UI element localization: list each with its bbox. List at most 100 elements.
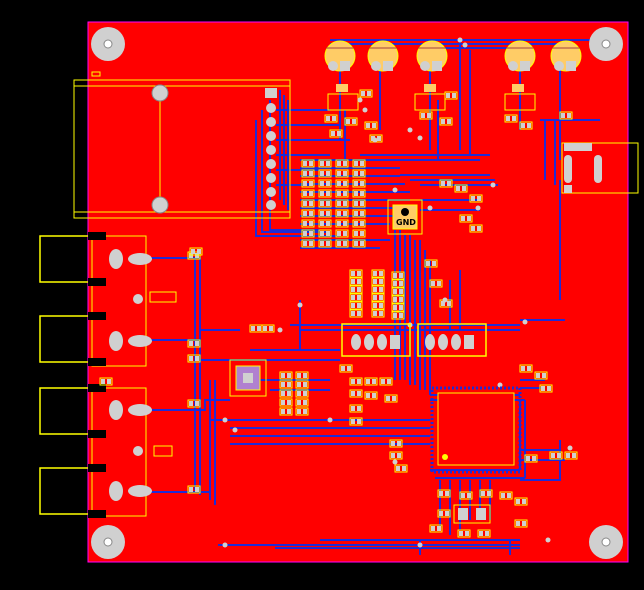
smd-part [301, 239, 315, 248]
via [475, 205, 481, 211]
voltage-regulators [324, 40, 582, 111]
smd-part [359, 89, 373, 98]
smd-part [295, 371, 309, 380]
smd-part [391, 279, 405, 288]
smd-part [301, 209, 315, 218]
smd-part [559, 111, 573, 120]
smd-part [301, 169, 315, 178]
smd-part [352, 239, 366, 248]
jack-pads [88, 232, 152, 518]
pin-headers [341, 323, 487, 357]
mounting-hole-top-left [91, 27, 125, 61]
smd-part [318, 209, 332, 218]
smd-part [318, 189, 332, 198]
smd-part [469, 194, 483, 203]
smd-part [261, 324, 275, 333]
via [277, 327, 283, 333]
smd-part [437, 489, 451, 498]
smd-part [389, 451, 403, 460]
smd-part [352, 169, 366, 178]
smd-part [371, 293, 385, 302]
via [457, 37, 463, 43]
smd-part [279, 389, 293, 398]
smd-part [344, 117, 358, 126]
smd-part [335, 159, 349, 168]
smd-part [524, 454, 538, 463]
smd-part [318, 159, 332, 168]
via [407, 127, 413, 133]
smd-part [391, 295, 405, 304]
via [567, 445, 573, 451]
smd-part [352, 159, 366, 168]
via [497, 382, 503, 388]
smd-part [187, 354, 201, 363]
smd-part [99, 377, 113, 386]
smd-part [391, 303, 405, 312]
smd-part [457, 529, 471, 538]
smd-part [301, 199, 315, 208]
via [222, 542, 228, 548]
via [417, 542, 423, 548]
smd-part [335, 189, 349, 198]
via [362, 107, 368, 113]
via [545, 537, 551, 543]
smd-part [295, 407, 309, 416]
smd-part [318, 219, 332, 228]
smd-part [477, 529, 491, 538]
smd-part [394, 464, 408, 473]
smd-part [389, 439, 403, 448]
smd-part [384, 394, 398, 403]
via [222, 417, 228, 423]
via [372, 137, 378, 143]
smd-part [454, 184, 468, 193]
smd-part [318, 199, 332, 208]
smd-part [318, 229, 332, 238]
via [392, 459, 398, 465]
mounting-hole-bottom-left [91, 525, 125, 559]
smd-part [349, 377, 363, 386]
smd-part [352, 229, 366, 238]
via [442, 297, 448, 303]
via [392, 187, 398, 193]
smd-part [534, 371, 548, 380]
mounting-hole-top-right [589, 27, 623, 61]
smd-part [335, 239, 349, 248]
via [327, 417, 333, 423]
smd-part [349, 277, 363, 286]
smd-part [301, 159, 315, 168]
via [232, 427, 238, 433]
smd-part [439, 179, 453, 188]
smd-part [301, 229, 315, 238]
smd-part [301, 219, 315, 228]
power-ic [387, 199, 423, 235]
smd-part [364, 377, 378, 386]
smd-part [318, 179, 332, 188]
smd-part [539, 384, 553, 393]
smd-part [279, 398, 293, 407]
smd-part [335, 199, 349, 208]
smd-part [459, 214, 473, 223]
traces [150, 39, 600, 555]
smd-part [504, 114, 518, 123]
smd-part [187, 485, 201, 494]
smd-part [439, 117, 453, 126]
smd-part [424, 259, 438, 268]
oscillator [561, 142, 639, 194]
smd-part [279, 371, 293, 380]
smd-part [349, 389, 363, 398]
smd-part [352, 199, 366, 208]
smd-part [519, 364, 533, 373]
smd-part [349, 301, 363, 310]
smd-part [189, 247, 203, 256]
smd-part [391, 271, 405, 280]
smd-part [437, 509, 451, 518]
smd-part [349, 309, 363, 318]
via [462, 42, 468, 48]
via [522, 319, 528, 325]
smd-part [349, 285, 363, 294]
smd-part [379, 377, 393, 386]
smd-part [339, 364, 353, 373]
audio-jacks [39, 235, 177, 517]
via [417, 135, 423, 141]
mounting-hole-bottom-right [589, 525, 623, 559]
